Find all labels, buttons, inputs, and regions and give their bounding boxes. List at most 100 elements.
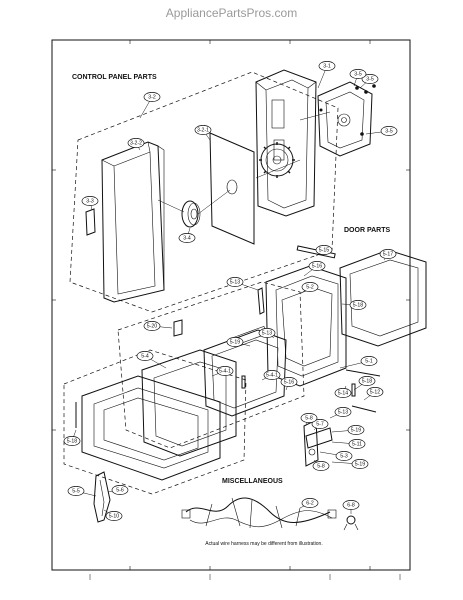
callout-text: 5-19 [351, 427, 361, 433]
callout-5-14: 5-14 [334, 385, 352, 398]
callout-5-16: 5-16 [303, 261, 326, 277]
callout-text: 5-20 [147, 323, 157, 329]
callout-5-13: 5-13 [329, 407, 352, 419]
section-title-misc: MISCELLANEOUS [222, 478, 283, 485]
frame-ticks [52, 40, 410, 570]
callout-5-4-1: 5-4-1 [211, 366, 234, 377]
callout-bubble [366, 387, 384, 397]
door-handle [93, 471, 111, 523]
callout-5-20: 5-20 [143, 321, 173, 331]
callout-text: 5-1 [365, 358, 373, 364]
callout-bubble [311, 419, 329, 429]
callout-bubble [308, 261, 326, 271]
callout-bubble [379, 249, 397, 259]
callout-5-11: 5-11 [331, 439, 366, 449]
callout-text: 5-13 [230, 279, 240, 285]
harness-note: Actual wire harness may be different fro… [205, 541, 322, 547]
door-screen [339, 249, 427, 347]
callout-5-19: 5-19 [331, 425, 365, 435]
callout-3-5: 3-5 [359, 74, 379, 89]
callout-3-4: 3-4 [178, 227, 196, 243]
callout-text: 5-17 [383, 251, 393, 257]
callout-bubble [143, 321, 161, 331]
callout-bubble [347, 425, 365, 435]
clip-part [85, 208, 96, 236]
callout-text: 3-2-2 [130, 140, 142, 146]
callout-text: 5-5 [72, 488, 80, 494]
callout-3-2-1: 3-2-1 [194, 125, 212, 141]
callout-text: 3-1 [323, 63, 331, 69]
callout-5-3: 5-3 [319, 451, 353, 461]
callout-text: 3-5 [366, 76, 374, 82]
callout-text: 3-2-1 [197, 127, 209, 133]
callout-5-8: 5-8 [312, 459, 330, 471]
callout-bubble [342, 500, 360, 510]
callout-5-6: 5-6 [107, 485, 129, 495]
callout-text: 5-7 [316, 421, 324, 427]
callout-5-2: 5-2 [299, 282, 319, 295]
callout-text: 5-10 [109, 513, 119, 519]
callout-bubble [315, 245, 333, 255]
callout-5-13: 5-13 [226, 277, 259, 291]
callout-5-4: 5-4 [136, 351, 167, 369]
outer-door [81, 375, 221, 481]
callout-3-3: 3-3 [81, 196, 99, 211]
callout-text: 5-16 [312, 263, 322, 269]
control-circuit-board [317, 81, 373, 157]
control-panel-group-outline [69, 71, 339, 313]
callout-text: 3-4 [183, 235, 191, 241]
callout-bubble [301, 282, 319, 292]
callout-text: 3-3 [86, 198, 94, 204]
callout-6-2: 6-2 [299, 498, 319, 509]
callout-text: 3-2 [148, 94, 156, 100]
callout-labels: 3-13-53-53-53-23-2-13-2-23-33-45-155-175… [63, 61, 398, 521]
callout-3-5: 3-5 [365, 126, 398, 136]
callout-5-8: 5-8 [300, 413, 318, 425]
callout-text: 6-8 [347, 502, 355, 508]
callout-bubble [216, 366, 234, 376]
callout-text: 5-19 [355, 461, 365, 467]
callout-bubble [258, 328, 276, 338]
callout-5-5: 5-5 [67, 486, 97, 497]
decal-sheet [209, 132, 255, 245]
callout-bubble [194, 125, 212, 135]
callout-text: 5-12 [370, 389, 380, 395]
callout-bubble [358, 376, 376, 386]
callout-text: 5-18 [362, 378, 372, 384]
callout-bubble [312, 461, 330, 471]
callout-text: 5-4-1 [266, 372, 278, 378]
callout-5-17: 5-17 [379, 249, 397, 261]
callout-bubble [349, 300, 367, 310]
callout-bubble [335, 451, 353, 461]
callout-5-4-1: 5-4-1 [261, 370, 281, 381]
callout-text: 6-2 [306, 500, 314, 506]
page-frame [51, 39, 411, 571]
knob-part [181, 200, 201, 228]
callout-bubble [334, 388, 352, 398]
callout-text: 5-19 [230, 339, 240, 345]
callout-5-1: 5-1 [339, 356, 378, 369]
hinge-part [257, 287, 265, 315]
callout-text: 3-5 [354, 71, 362, 77]
callout-bubble [349, 69, 367, 79]
callout-3-1: 3-1 [317, 61, 336, 89]
callout-text: 5-11 [352, 441, 362, 447]
callout-bubble [226, 337, 244, 347]
callout-bubble [67, 486, 85, 496]
callout-text: 5-18 [67, 438, 77, 444]
callout-text: 3-5 [385, 128, 393, 134]
callout-text: 5-4-1 [219, 368, 231, 374]
callout-text: 5-18 [353, 302, 363, 308]
callout-6-8: 6-8 [342, 500, 360, 514]
wire-harness [181, 497, 337, 529]
callout-bubble [301, 498, 319, 508]
callout-bubble [226, 277, 244, 287]
callout-bubble [105, 511, 123, 521]
callout-3-2-2: 3-2-2 [127, 138, 145, 151]
callout-5-18: 5-18 [341, 300, 367, 310]
callout-bubble [143, 92, 161, 102]
callout-5-18: 5-18 [63, 429, 81, 446]
callout-bubble [334, 407, 352, 417]
callout-bubble [263, 370, 281, 380]
